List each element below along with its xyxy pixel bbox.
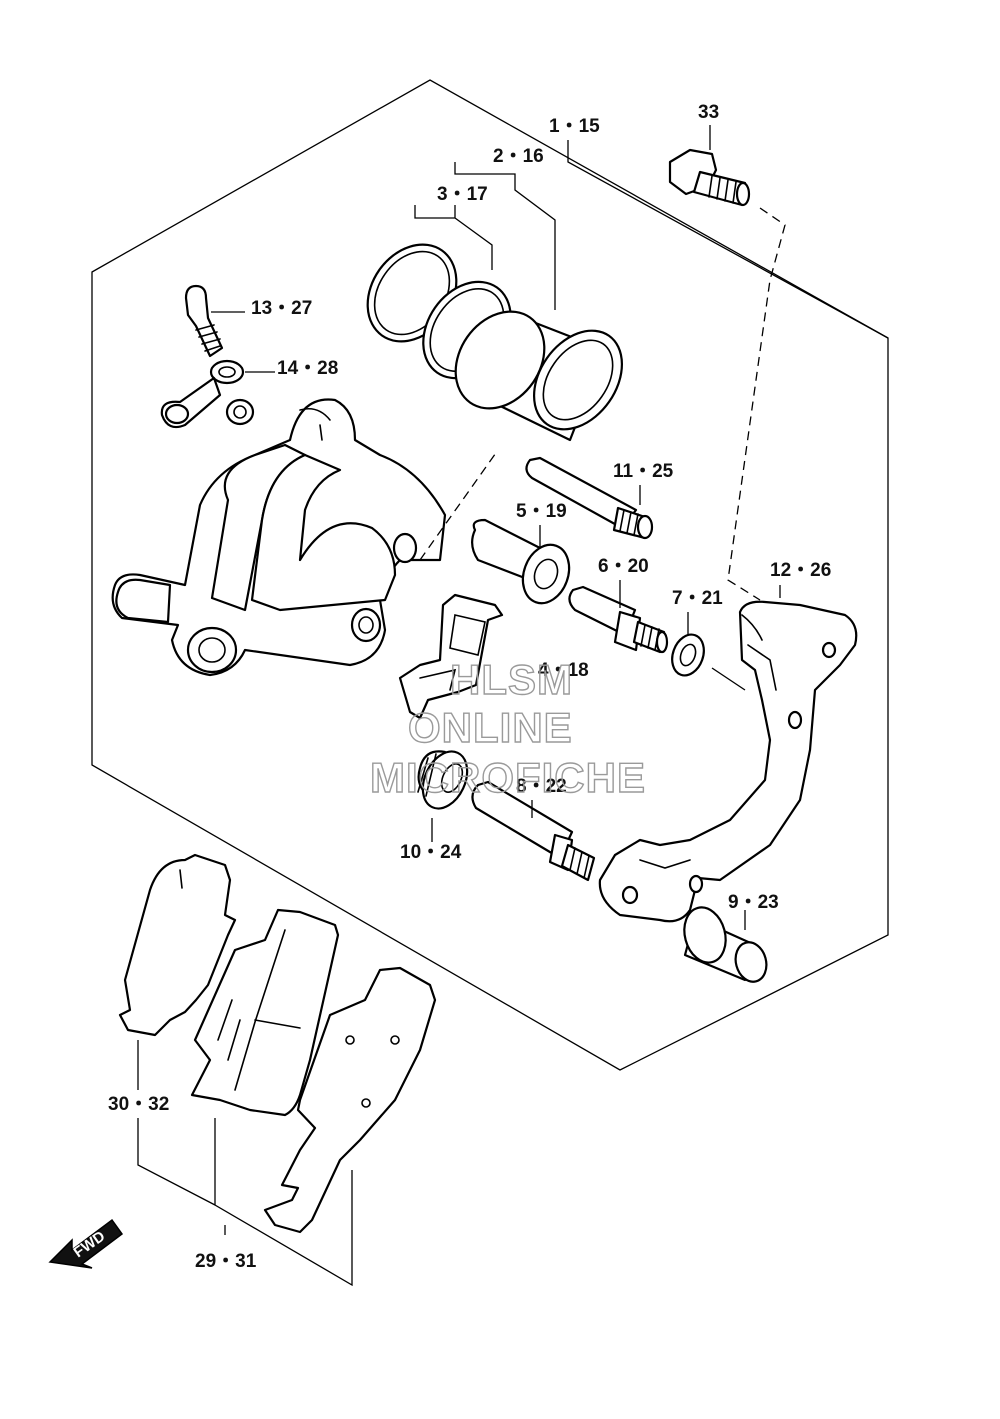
label-part-14-28: 14・28 [277,358,338,379]
label-part-2-16: 2・16 [493,146,544,167]
watermark-line-2: ONLINE [408,704,573,751]
label-part-12-26: 12・26 [770,560,831,581]
label-part-13-27: 13・27 [251,298,312,319]
label-part-8-22: 8・22 [516,776,567,797]
bleeder-cap [160,359,245,429]
pin-boot-upper [471,518,571,605]
watermark-line-1: HLSM [450,656,573,703]
label-part-4-18: 4・18 [538,660,589,681]
pad-shim-outer [263,966,437,1234]
mounting-bolt [668,148,751,207]
forward-direction-arrow: FWD [48,1218,124,1269]
slide-pin-upper [525,456,654,540]
part-labels: 1・15 2・16 3・17 33 13・27 14・28 11・25 5・19… [108,102,831,1272]
label-part-33: 33 [698,102,719,123]
label-part-7-21: 7・21 [672,588,723,609]
caliper-bracket [598,600,858,923]
pin-boot-lower [417,750,469,810]
label-part-5-19: 5・19 [516,501,567,522]
label-part-6-20: 6・20 [598,556,649,577]
bleeder-screw [184,284,224,358]
brake-pad-shim [118,853,237,1037]
bracket-sleeve [683,906,768,983]
label-part-9-23: 9・23 [728,892,779,913]
washer [671,633,705,677]
caliper-body [111,398,447,677]
slide-pin-lower [568,585,669,654]
label-part-30-32: 30・32 [108,1094,169,1115]
label-part-11-25: 11・25 [613,461,674,482]
label-part-10-24: 10・24 [400,842,462,863]
bracket-pin [471,780,596,882]
leader-lines [137,125,889,1287]
pad-spring [398,593,504,720]
watermark: HLSM ONLINE MICROFICHE [369,655,646,801]
label-part-29-31: 29・31 [195,1251,257,1272]
caliper-piston [454,310,624,442]
assembly-boundary [91,79,889,1071]
watermark-line-3: MICROFICHE [370,754,646,801]
brake-pad-lining [190,908,340,1117]
label-part-1-15: 1・15 [549,116,600,137]
label-part-3-17: 3・17 [437,184,488,205]
